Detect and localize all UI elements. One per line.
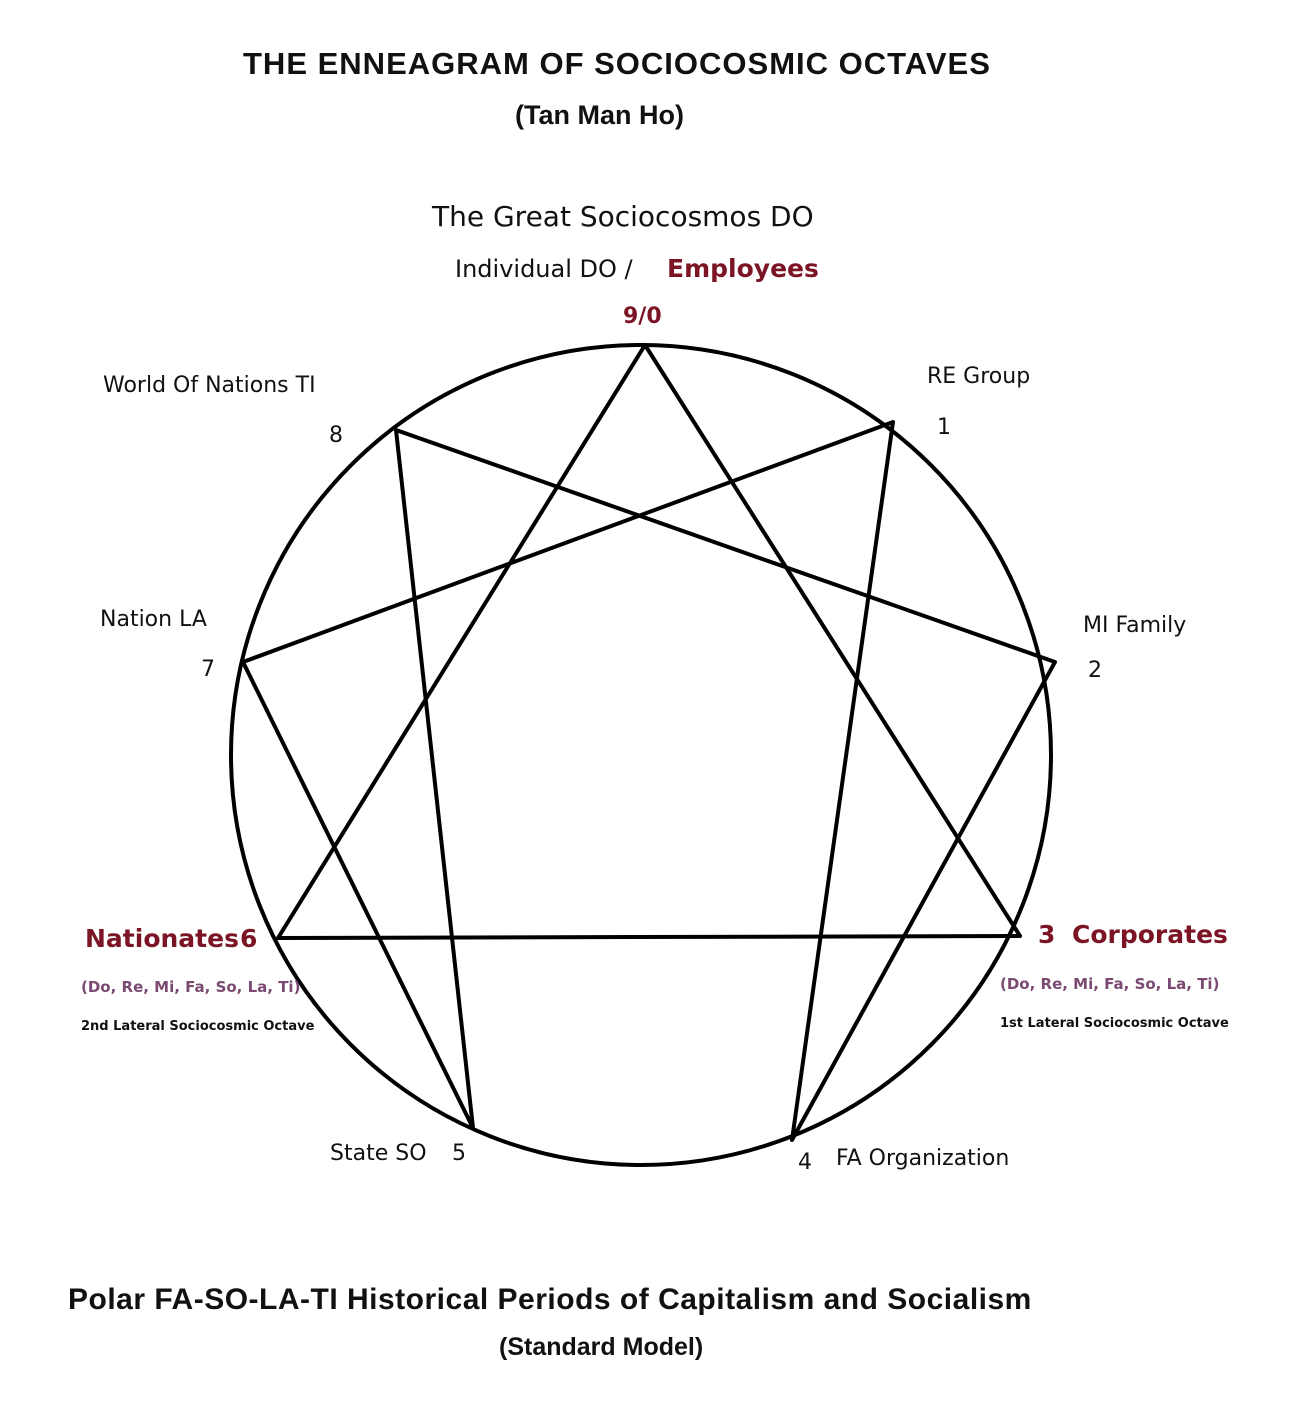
point-7-number: 7 (201, 657, 215, 682)
individual-do-label: Individual DO / (455, 255, 633, 283)
point-4-number: 4 (798, 1150, 812, 1175)
point-8-number: 8 (329, 423, 343, 448)
point-6-octave: 2nd Lateral Sociocosmic Octave (81, 1019, 315, 1034)
triangle-9-3-6 (276, 343, 1022, 940)
point-2-label: MI Family (1083, 613, 1187, 638)
point-3-label: Corporates (1072, 920, 1228, 949)
point-7-label: Nation LA (100, 607, 207, 632)
point-3-octave: 1st Lateral Sociocosmic Octave (1000, 1016, 1229, 1031)
point-6-notes: (Do, Re, Mi, Fa, So, La, Ti) (81, 978, 301, 996)
point-2-number: 2 (1088, 658, 1102, 683)
point-8-label: World Of Nations TI (103, 373, 316, 398)
footer-title: Polar FA-SO-LA-TI Historical Periods of … (68, 1283, 1032, 1316)
great-sociocosmos-label: The Great Sociocosmos DO (432, 200, 814, 233)
point-5-label: State SO (330, 1141, 427, 1166)
employees-label: Employees (667, 254, 819, 283)
point-9-0: 9/0 (623, 304, 662, 329)
point-4-label: FA Organization (836, 1146, 1010, 1171)
point-5-number: 5 (452, 1141, 466, 1166)
point-3-number: 3 (1038, 920, 1056, 949)
footer-subtitle: (Standard Model) (499, 1333, 704, 1361)
author: (Tan Man Ho) (515, 100, 684, 130)
point-3-notes: (Do, Re, Mi, Fa, So, La, Ti) (1000, 975, 1220, 993)
hexad-1-4-2-8-5-7 (241, 420, 1057, 1142)
point-1-number: 1 (937, 415, 951, 440)
point-1-label: RE Group (927, 364, 1031, 389)
diagram-title: THE ENNEAGRAM OF SOCIOCOSMIC OCTAVES (243, 46, 991, 81)
enneagram-circle (229, 343, 1053, 1167)
point-6-number: 6 (240, 924, 258, 953)
point-6-label: Nationates (85, 924, 239, 953)
